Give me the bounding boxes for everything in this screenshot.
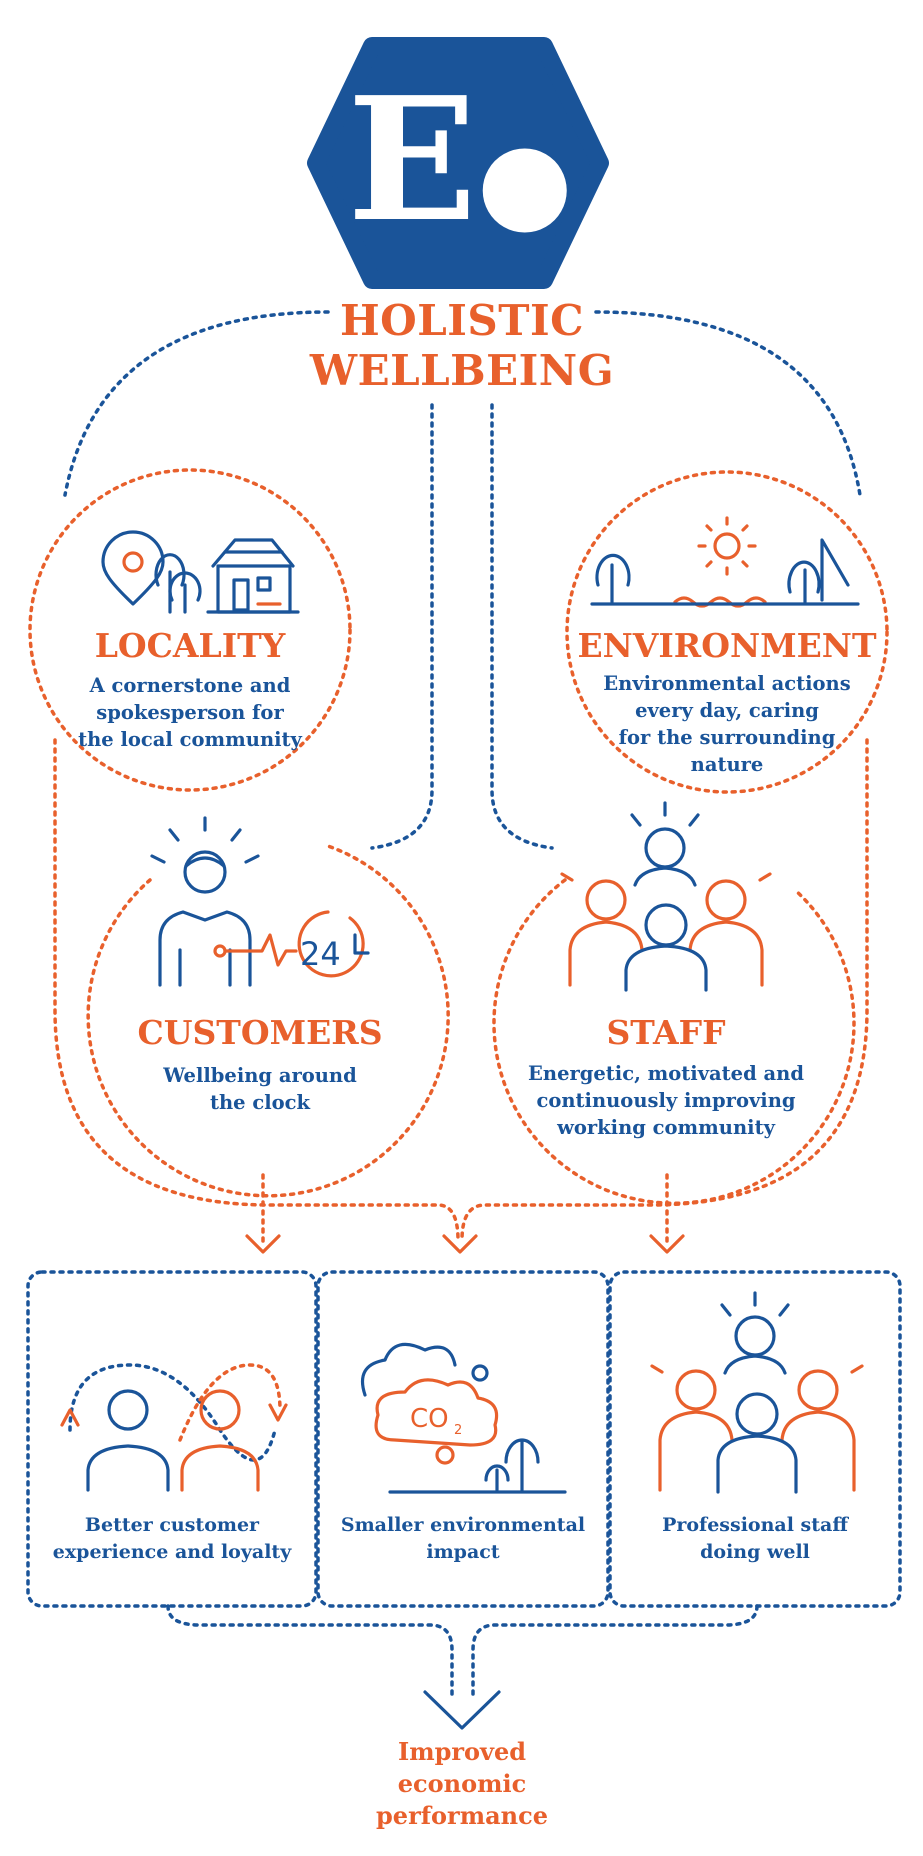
house-icon	[206, 538, 300, 614]
environment-desc-line-2: every day, caring	[635, 699, 819, 722]
outcome-staff-label: Professional staff doing well	[610, 1512, 900, 1566]
customers-desc-line-1: Wellbeing around	[163, 1064, 357, 1087]
environment-description: Environmental actions every day, caring …	[577, 670, 877, 778]
customers-description: Wellbeing around the clock	[110, 1062, 410, 1116]
final-line-3: performance	[376, 1801, 548, 1830]
staff-group-icon	[560, 801, 772, 992]
trees-icon	[154, 553, 202, 614]
environment-desc-line-1: Environmental actions	[603, 672, 851, 695]
co2-cloud-icon: CO 2	[360, 1342, 567, 1494]
outcome-customer-line-1: Better customer	[84, 1514, 260, 1536]
final-line-2: economic	[397, 1769, 527, 1798]
environment-desc-line-3: for the surrounding	[618, 726, 836, 749]
down-arrow-icon	[423, 1690, 501, 1730]
title-line-2: WELLBEING	[309, 346, 615, 395]
person-icon	[150, 816, 260, 987]
environment-desc-line-4: nature	[690, 753, 764, 776]
outcome-box-environment	[316, 1270, 610, 1608]
outcome-environment-line-1: Smaller environmental	[340, 1514, 586, 1536]
staff-desc-line-1: Energetic, motivated and	[528, 1062, 804, 1085]
svg-text:CO: CO	[410, 1404, 449, 1434]
customers-desc-line-2: the clock	[209, 1091, 311, 1114]
staff-team-icon	[650, 1291, 864, 1494]
customer-loop-icon	[60, 1363, 288, 1492]
staff-desc-line-3: working community	[557, 1116, 775, 1139]
outcome-staff-line-2: doing well	[700, 1541, 810, 1563]
staff-description: Energetic, motivated and continuously im…	[496, 1060, 836, 1141]
outcome-environment-label: Smaller environmental impact	[318, 1512, 608, 1566]
environment-circle	[565, 470, 889, 794]
environment-heading: ENVIRONMENT	[577, 626, 877, 665]
locality-circle	[28, 468, 352, 792]
title-connectors	[63, 310, 862, 850]
outcome-box-customer	[26, 1270, 318, 1608]
page-title: HOLISTIC WELLBEING	[262, 296, 662, 396]
staff-heading: STAFF	[606, 1013, 726, 1052]
locality-desc-line-3: the local community	[78, 728, 302, 751]
outcome-customer-label: Better customer experience and loyalty	[28, 1512, 316, 1566]
outcome-staff-line-1: Professional staff	[662, 1514, 848, 1536]
flow-arrowheads	[245, 1234, 685, 1254]
title-line-1: HOLISTIC	[339, 296, 585, 345]
svg-text:24: 24	[300, 935, 341, 973]
outcome-box-staff	[608, 1270, 902, 1608]
outcome-customer-line-2: experience and loyalty	[52, 1541, 292, 1563]
outcome-environment-line-2: impact	[426, 1541, 500, 1563]
flow-lines	[53, 738, 869, 1247]
customers-circle	[86, 843, 450, 1198]
customers-heading: CUSTOMERS	[137, 1013, 383, 1052]
locality-desc-line-2: spokesperson for	[96, 701, 284, 724]
converge-lines	[166, 1604, 759, 1702]
locality-description: A cornerstone and spokesperson for the l…	[40, 672, 340, 753]
pine-tree-icon	[590, 538, 860, 606]
final-line-1: Improved	[397, 1737, 527, 1766]
staff-desc-line-2: continuously improving	[536, 1089, 796, 1112]
locality-heading: LOCALITY	[94, 626, 286, 665]
heartbeat-24-clock-icon: 24	[213, 910, 370, 978]
location-pin-icon	[101, 530, 165, 606]
logo-letter: E●	[347, 60, 573, 260]
logo-hexagon	[307, 37, 609, 289]
final-result: Improved economic performance	[312, 1736, 612, 1832]
locality-desc-line-1: A cornerstone and	[89, 674, 291, 697]
water-waves-icon	[673, 596, 767, 608]
svg-text:2: 2	[454, 1423, 462, 1438]
sun-icon	[697, 516, 757, 576]
